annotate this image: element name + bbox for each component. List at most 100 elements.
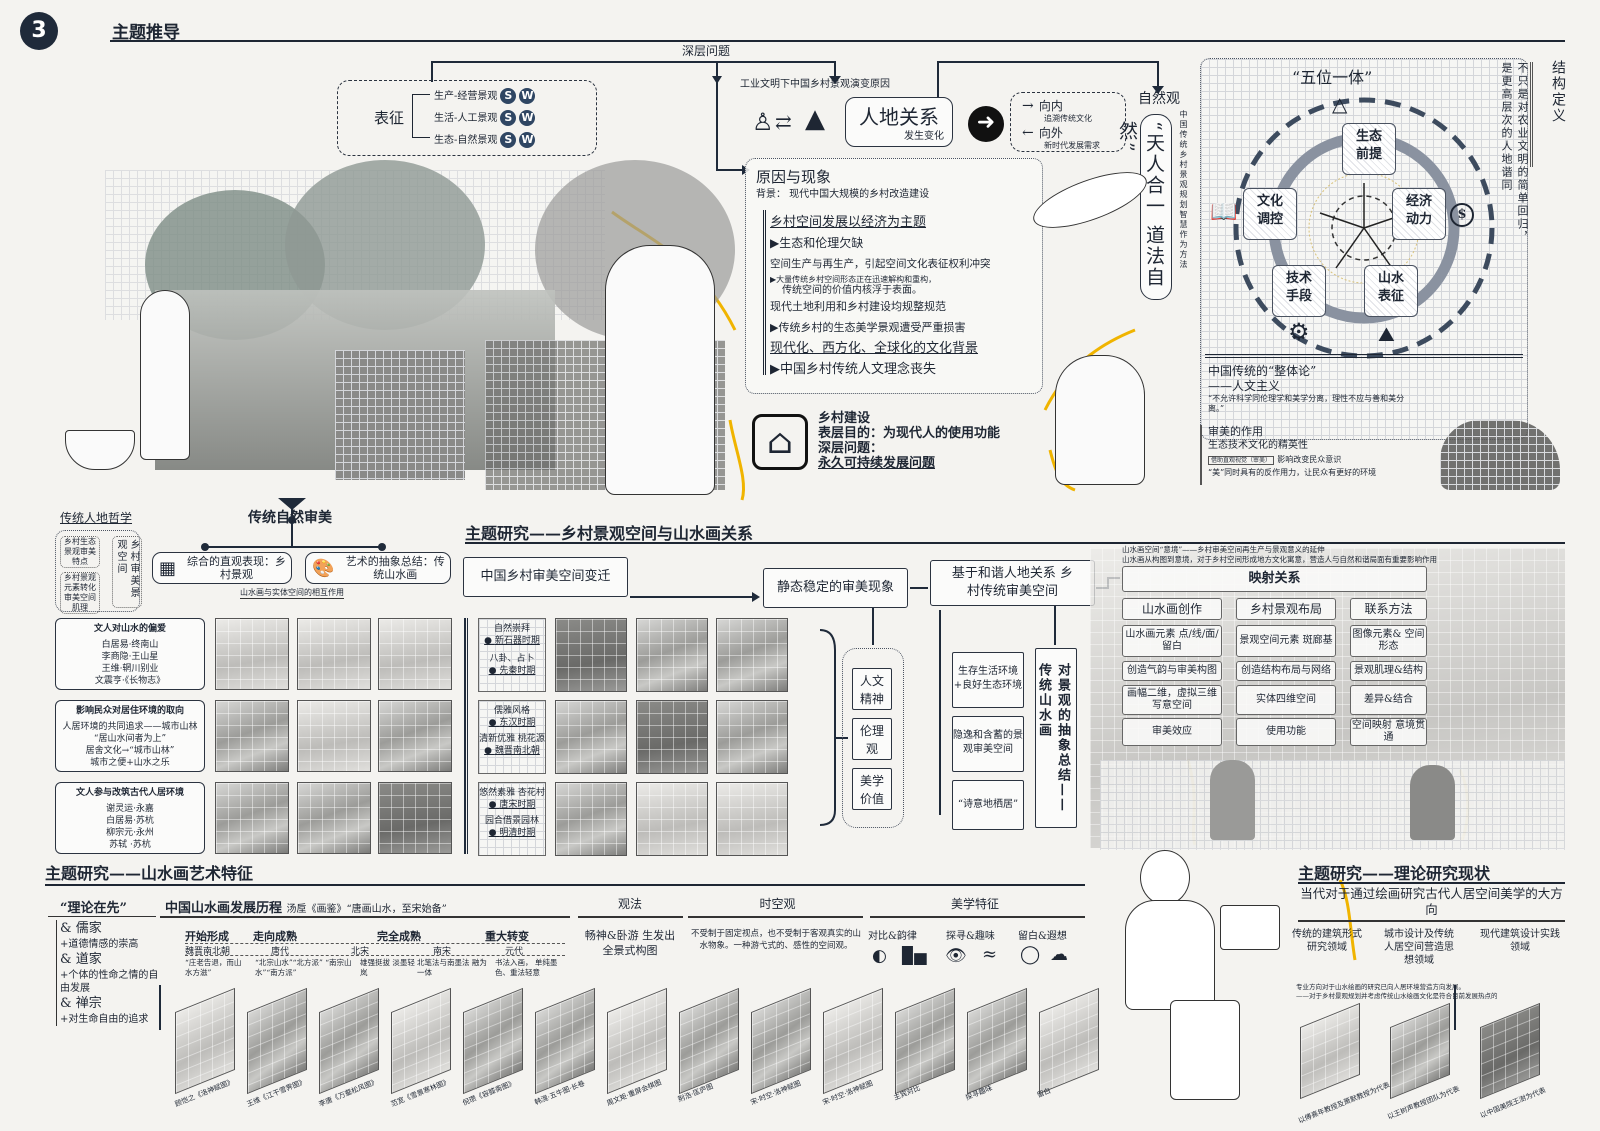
space-item: 隐逸和含蓄的景观审美空间 (952, 716, 1024, 772)
mapping-cell: 空间映射 意境贯通 (1350, 718, 1427, 746)
value-item: 伦理观 (852, 718, 892, 760)
painting (297, 782, 371, 854)
philosophy-item: 乡村景观元素转化审美空间肌理 (60, 572, 100, 614)
mapping-cell: 画幅二维，虚拟三维 写意空间 (1122, 685, 1222, 715)
structure-line-2: 是更高层次的人地谐同 (1500, 62, 1513, 192)
abstract-box: 🎨艺术的抽象总结：传统山水画 (305, 552, 451, 584)
causes-rule (763, 210, 766, 375)
mapping-title: 映射关系 (1122, 566, 1427, 592)
mapping-cell: 山水画元素 点/线/面/留白 (1122, 625, 1222, 657)
flow-box-1: 中国乡村审美空间变迁 (463, 557, 628, 597)
summary-box: 对景观的抽象总结——传统山水画 (1035, 648, 1077, 828)
spacetime-title: 时空观 (759, 897, 796, 911)
landscape-collage (65, 160, 745, 495)
arrow-out-icon: ← (1022, 125, 1034, 141)
mapping-cell: 山水画创作 (1122, 598, 1222, 620)
representation-box (337, 80, 597, 156)
philosophy-item: 乡村生态景观审美特点 (60, 536, 100, 568)
period-image (716, 782, 788, 856)
flow-box-3: 基于和谐人地关系 乡村传统审美空间 (930, 560, 1095, 606)
five-in-one-panel (1200, 58, 1528, 440)
holism: 中国传统的“整体论”——人文主义“不允许科学同伦理学和美学分离，理性不应与善和美… (1208, 364, 1405, 413)
spacetime-rule (688, 916, 863, 918)
structure-title: 结构定义 (1550, 60, 1566, 124)
five-node-technology: 技术手段 (1272, 265, 1326, 317)
causes-title: 原因与现象 (756, 168, 832, 186)
mapping-cell: 乡村景观布局 (1236, 598, 1336, 620)
history-title: 中国山水画发展历程 汤垕《画鉴》“唐画山水，至宋始备” (165, 901, 447, 916)
representation-label: 表征 (374, 109, 405, 127)
arrow-right-icon: ➜ (968, 106, 1004, 142)
causes-list: 乡村空间发展以经济为主题 ▶生态和伦理欠缺 空间生产与再生产，引起空间文化表征权… (770, 215, 991, 377)
history-dynasties: 魏晋南北朝唐代北宋南宋元代 (185, 943, 565, 957)
theory-title: “理论在先” (60, 901, 127, 916)
interaction-label: 山水画与实体空间的相互作用 (240, 588, 344, 599)
mapping-cell: 差异&结合 (1350, 685, 1427, 715)
painting (215, 782, 289, 854)
history-rule (160, 916, 570, 918)
mapping-cell: 图像元素& 空间形态 (1350, 625, 1427, 657)
status-field: 传统的建筑形式研究领域 (1292, 929, 1362, 953)
title-rule (110, 40, 1565, 42)
thought-cloud-icon: ☁ (1050, 944, 1068, 965)
status-subtitle: 当代对于通过绘画研究古代人居空间美学的大方向 (1300, 886, 1563, 917)
tree-icon: △ (1332, 92, 1348, 116)
rural-construction: 乡村建设表层目的：为现代人的使用功能深层问题：永久可持续发展问题 (818, 411, 1001, 471)
aesthetics-rule (870, 916, 1085, 918)
causes-box (745, 158, 1043, 394)
landscape-icon: ▦ (159, 557, 177, 579)
outward: ← 向外新时代发展需求 (1022, 125, 1100, 150)
arrow-in-icon: → (1022, 98, 1034, 114)
gear-icon: ⚙ (1288, 318, 1310, 346)
relation-box: 人地关系 发生变化 (845, 97, 953, 147)
painting (297, 700, 371, 772)
space-item: 生存生活环境+良好生态环境 (952, 652, 1024, 708)
values-box (842, 648, 904, 828)
laptop (1220, 905, 1280, 950)
period-image (555, 618, 627, 692)
nature-view-label: 自然观 (1138, 91, 1180, 107)
rock-image (1440, 420, 1560, 490)
relation-study-rule (465, 542, 1565, 544)
representation-bracket (412, 94, 430, 138)
scholar-figure (1210, 760, 1255, 840)
painting (215, 700, 289, 772)
trees-icon: ▲ (805, 104, 825, 134)
theory-rule (48, 916, 156, 917)
view-text: 畅神&卧游 生发出全景式构图 (584, 929, 676, 957)
period-image (555, 782, 627, 856)
philosophy-heading: 传统人地哲学 (60, 511, 133, 525)
painting (378, 618, 452, 690)
period-box: 儒雅风格● 东汉时期清新优雅 桃花源● 魏晋南北朝 (478, 700, 546, 774)
deep-issue-label: 深层问题 (682, 44, 731, 58)
art-rule (45, 884, 1085, 886)
stones-icon: ≈ (982, 944, 998, 965)
status-rule-2 (1298, 920, 1565, 922)
five-node-landscape: 山水表征 (1364, 265, 1418, 317)
direction-box (1010, 92, 1126, 152)
painting (378, 700, 452, 772)
painting (297, 618, 371, 690)
art-title: 主题研究——山水画艺术特征 (45, 864, 254, 883)
mapping-intro: 山水画空间“意境”——乡村审美空间再生产与景观意义的延伸山水画从构图到意境，对于… (1122, 545, 1437, 564)
five-node-culture: 文化调控 (1243, 188, 1297, 240)
painting (378, 782, 452, 854)
status-title: 主题研究——理论研究现状 (1298, 864, 1491, 883)
house-icon: ⌂ (752, 414, 808, 470)
scholar-box-1: 文人对山水的偏爱 白居易·终南山李商隐·王山星王维·辋川别业文震亨·《长物志》 (55, 618, 205, 690)
painting (215, 618, 289, 690)
period-image (716, 700, 788, 774)
mapping-cell: 使用功能 (1236, 718, 1336, 746)
status-rule (1298, 882, 1565, 884)
nature-method: 中国传统乡村景观规划智慧作为方法 (1179, 110, 1188, 270)
crouching-figure (1055, 355, 1145, 485)
status-field: 城市设计及传统人居空间营造思想领域 (1384, 929, 1454, 966)
dollar-icon: $ (1450, 203, 1474, 227)
period-image (636, 700, 708, 774)
structure-line-1: 不只是对农业文明的简单回归， (1516, 62, 1529, 244)
philosophy-vertical: 乡村审美景观空间 (112, 536, 142, 608)
wheelbarrow (65, 430, 135, 470)
five-title: “五位一体” (1292, 68, 1373, 87)
